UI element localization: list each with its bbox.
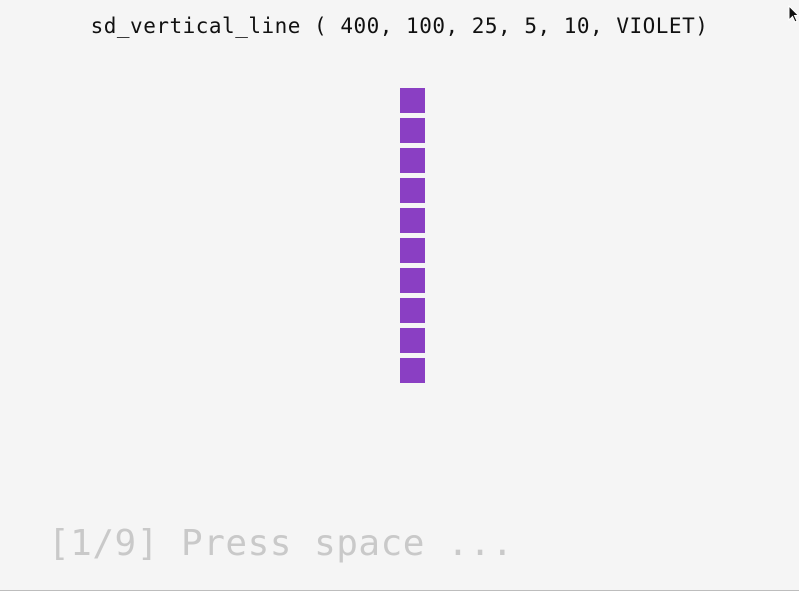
press-space-prompt: [1/9] Press space ... [48,523,514,564]
violet-square [400,238,425,263]
violet-square [400,208,425,233]
violet-square [400,88,425,113]
violet-square [400,358,425,383]
page-title: sd_vertical_line ( 400, 100, 25, 5, 10, … [90,14,709,38]
violet-square [400,328,425,353]
violet-square [400,178,425,203]
violet-square-column [400,88,425,383]
mouse-pointer-icon [788,5,799,23]
violet-square [400,118,425,143]
violet-square [400,148,425,173]
violet-square [400,298,425,323]
violet-square [400,268,425,293]
